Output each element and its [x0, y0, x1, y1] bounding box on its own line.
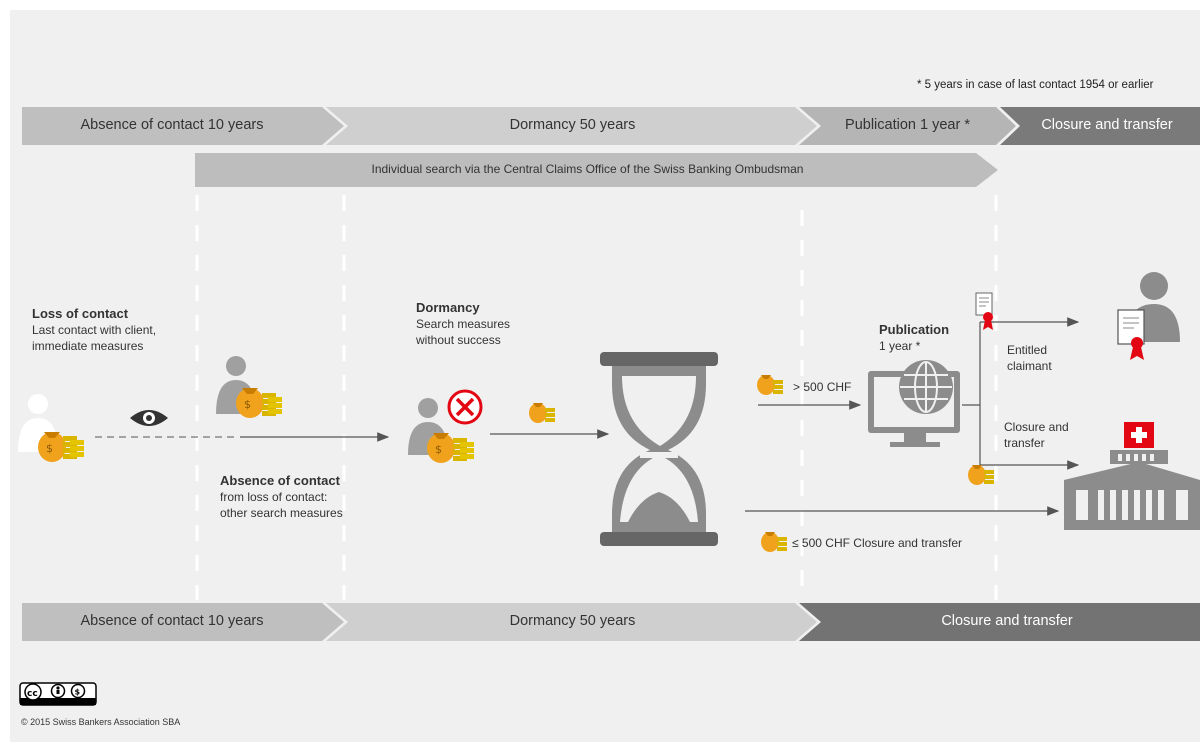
money-bag-icon-client: $	[38, 432, 84, 462]
computer-globe-icon	[868, 360, 960, 447]
loss-of-contact-block: Loss of contact Last contact with client…	[32, 306, 202, 354]
cc-license-badge: cc $	[19, 682, 97, 706]
bottom-band-closure-arrow	[799, 603, 1200, 641]
footnote: * 5 years in case of last contact 1954 o…	[917, 79, 1154, 91]
copyright-text: © 2015 Swiss Bankers Association SBA	[21, 717, 181, 727]
bottom-band-absence-arrow	[22, 603, 344, 641]
money-bag-icon-under-500	[761, 532, 787, 552]
entitled-line2: claimant	[1007, 359, 1052, 373]
money-bag-icon-closure	[968, 465, 994, 485]
bottom-band-closure-label: Closure and transfer	[941, 613, 1073, 629]
absence-line1: from loss of contact:	[220, 490, 328, 504]
absence-line2: other search measures	[220, 506, 343, 520]
bottom-phase-band	[22, 603, 1200, 641]
certificate-icon-small	[975, 292, 993, 330]
top-band-publication-arrow	[799, 107, 1016, 145]
dormancy-line1: Search measures	[416, 317, 511, 331]
publication-line1: 1 year *	[879, 339, 921, 353]
loss-of-contact-line2: immediate measures	[32, 339, 144, 353]
dormancy-title: Dormancy	[416, 300, 480, 315]
entitled-claimant-block: Entitled claimant	[1007, 342, 1087, 374]
top-band-dormancy-label: Dormancy 50 years	[509, 117, 636, 133]
dormancy-block: Dormancy Search measures without success	[416, 300, 586, 348]
federal-building-icon	[1064, 422, 1200, 530]
loss-of-contact-title: Loss of contact	[32, 306, 129, 321]
svg-text:cc: cc	[27, 689, 38, 699]
bottom-band-dormancy-arrow	[326, 603, 817, 641]
publication-title: Publication	[879, 322, 950, 337]
certificate-icon-claimant	[1117, 309, 1145, 360]
top-band-absence-label: Absence of contact 10 years	[80, 117, 264, 133]
absence-of-contact-block: Absence of contact from loss of contact:…	[220, 473, 390, 521]
under-500-label: ≤ 500 CHF Closure and transfer	[792, 536, 962, 550]
eye-icon	[130, 410, 168, 426]
search-band-arrow	[195, 153, 998, 187]
money-bag-icon-over-500	[757, 375, 783, 395]
money-bag-icon-absence: $	[236, 388, 282, 418]
entitled-line1: Entitled	[1007, 343, 1048, 357]
svg-text:$: $	[75, 688, 81, 697]
svg-text:$: $	[435, 443, 442, 456]
top-band-publication-label: Publication 1 year *	[845, 117, 970, 133]
publication-block: Publication 1 year *	[879, 322, 979, 354]
svg-text:$: $	[46, 442, 53, 455]
closure-line1: Closure and	[1004, 420, 1069, 434]
absence-title: Absence of contact	[220, 473, 340, 488]
top-band-dormancy-arrow	[326, 107, 817, 145]
loss-of-contact-line1: Last contact with client,	[32, 323, 157, 337]
svg-text:$: $	[244, 398, 251, 411]
top-band-absence-arrow	[22, 107, 344, 145]
bottom-band-absence-label: Absence of contact 10 years	[80, 613, 264, 629]
bottom-band-dormancy-label: Dormancy 50 years	[509, 613, 636, 629]
closure-line2: transfer	[1004, 436, 1045, 450]
top-band-closure-arrow	[1000, 107, 1200, 145]
dormancy-line2: without success	[416, 333, 501, 347]
over-500-label: > 500 CHF	[793, 380, 852, 394]
search-band-label: Individual search via the Central Claims…	[371, 162, 804, 176]
top-band-closure-label: Closure and transfer	[1041, 117, 1173, 133]
hourglass-icon	[600, 352, 718, 546]
no-success-icon	[447, 389, 483, 425]
top-phase-band	[22, 107, 1200, 145]
closure-transfer-block: Closure and transfer	[1004, 419, 1084, 451]
money-bag-icon-small	[529, 403, 555, 423]
money-bag-icon-dormancy: $	[427, 433, 474, 463]
